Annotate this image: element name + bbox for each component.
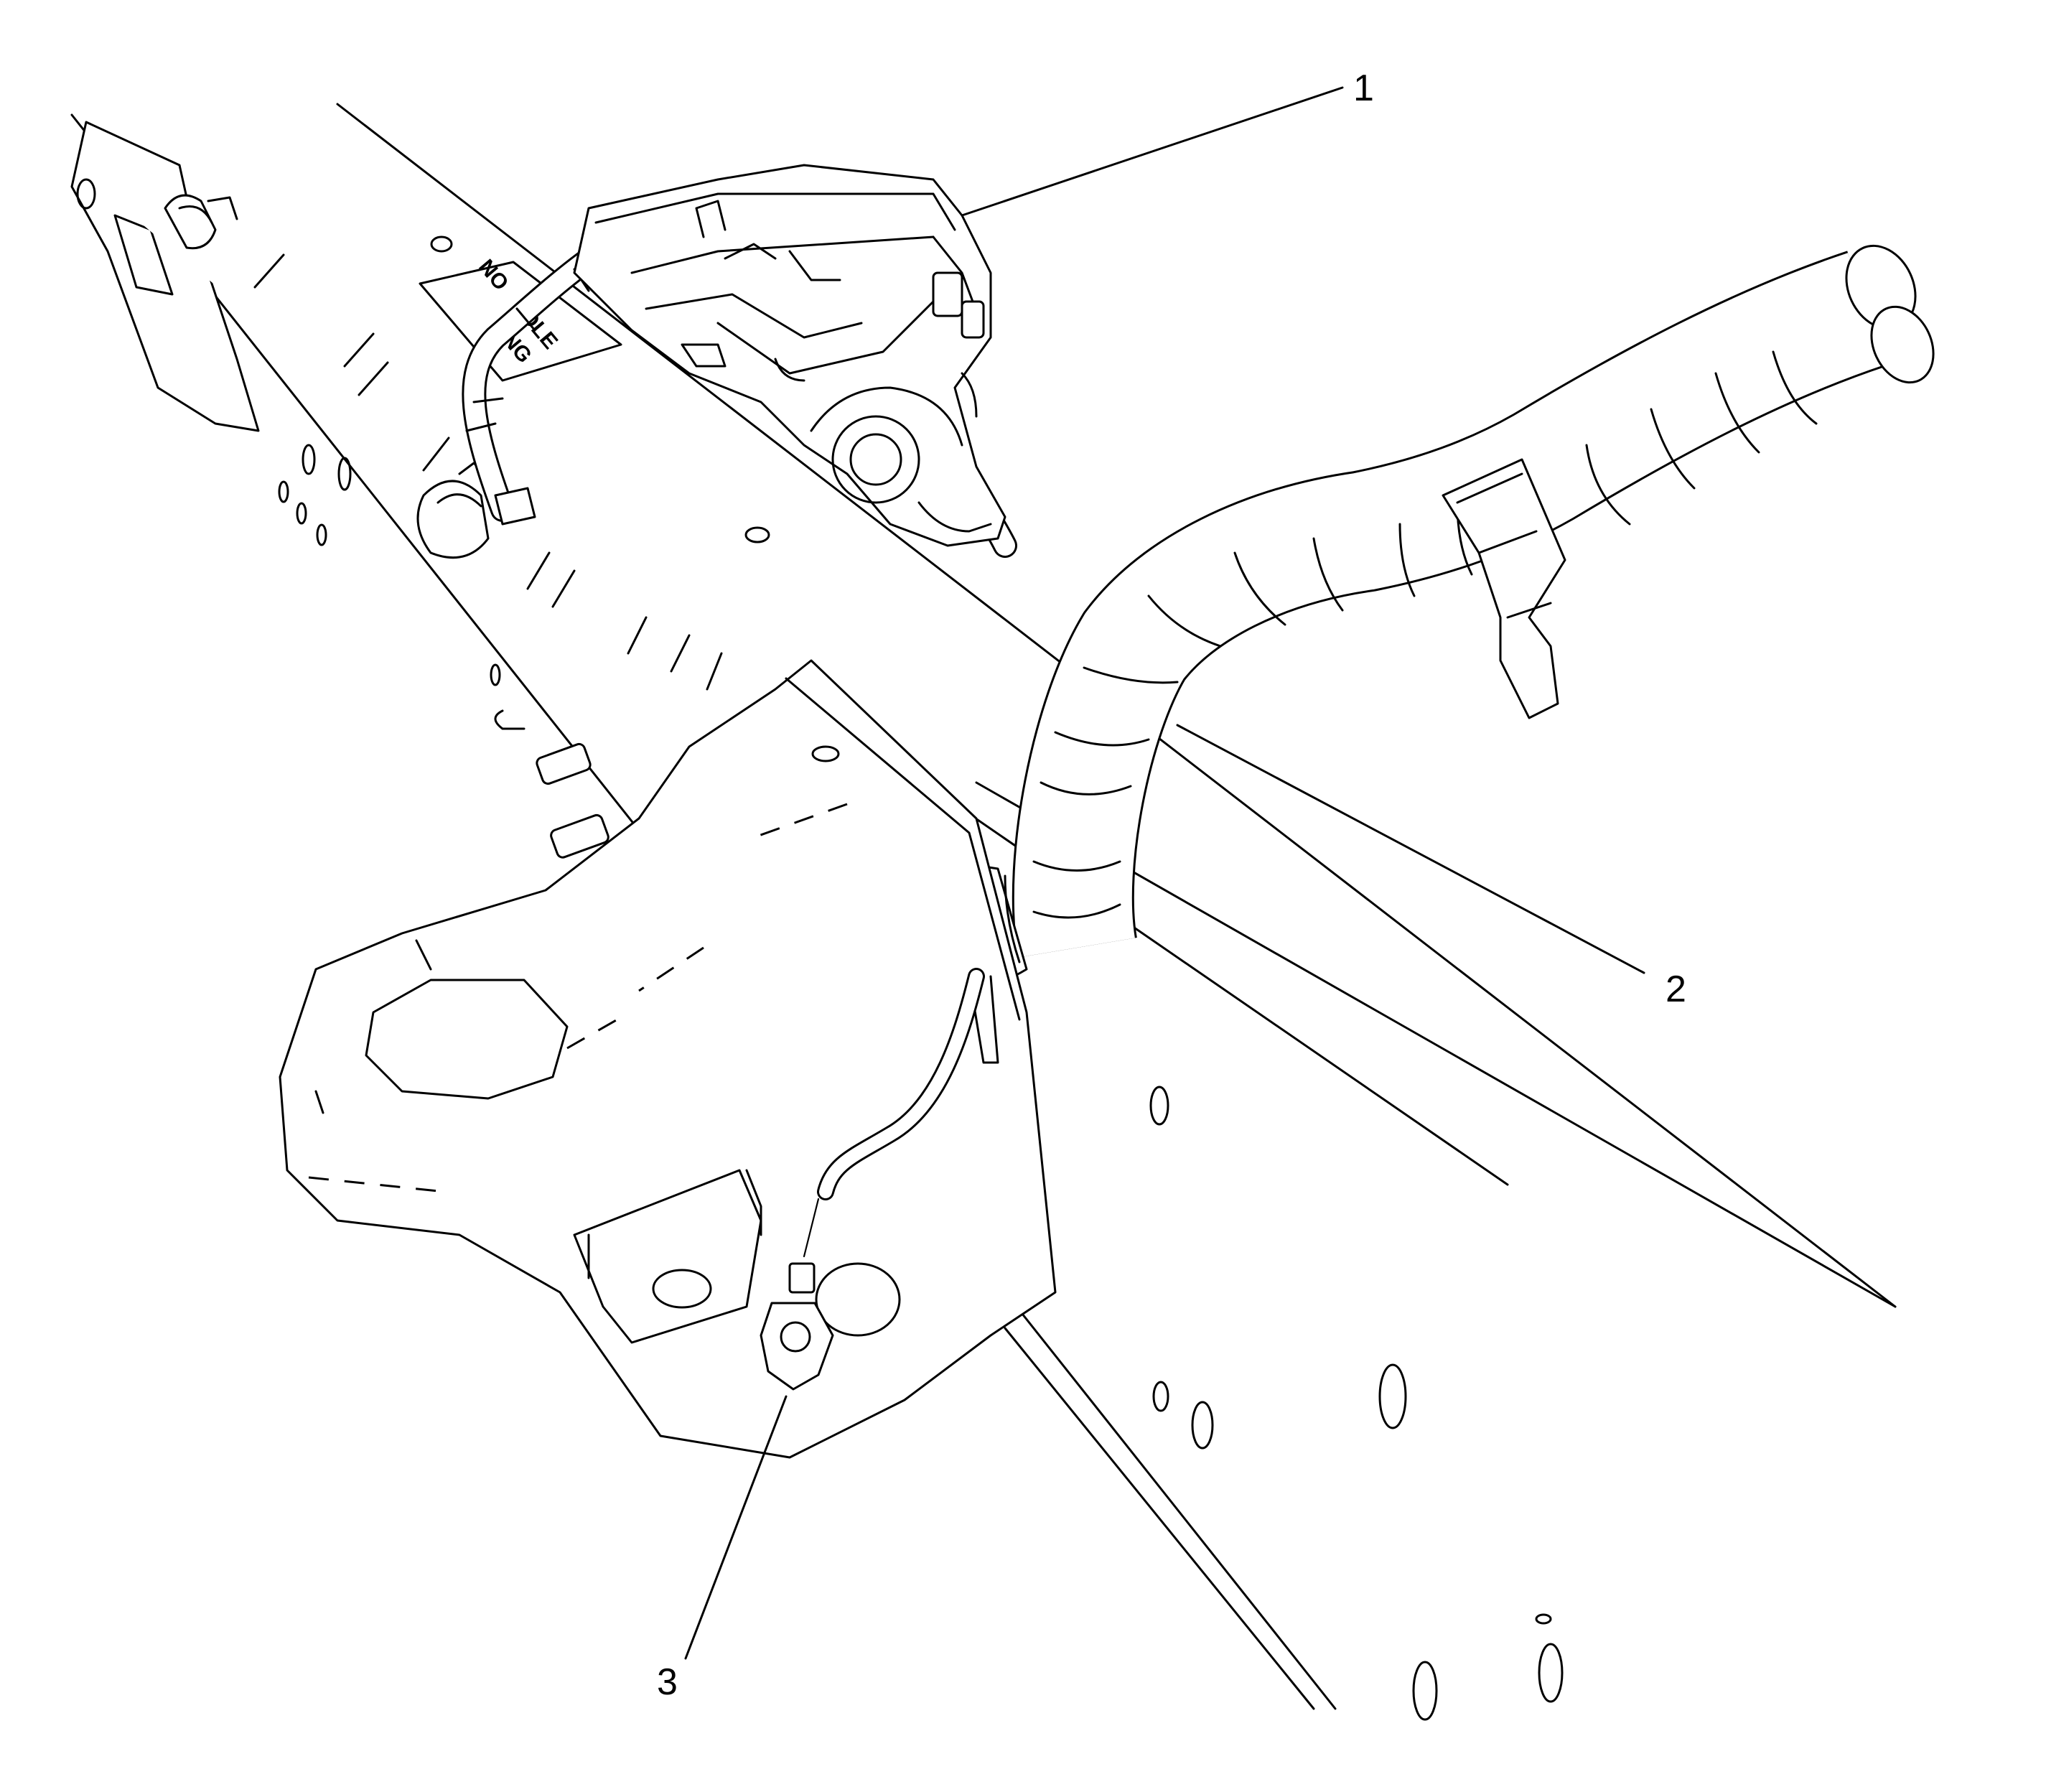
- leader-line-2: [1176, 724, 1645, 974]
- electrical-module: [573, 164, 1006, 547]
- callout-2: 2: [1666, 969, 1686, 1010]
- leader-line-3: [684, 1395, 788, 1660]
- leader-line-1: [961, 86, 1344, 217]
- callout-1: 1: [1353, 67, 1374, 109]
- ground-terminal: [760, 968, 985, 1391]
- main-harness: [877, 244, 1935, 994]
- callout-3: 3: [657, 1661, 678, 1703]
- rail-harness: [99, 164, 777, 734]
- mounting-bracket: [279, 659, 1057, 1459]
- callout-labels: 1 2 3: [657, 67, 1686, 1703]
- leader-lines: [684, 86, 1645, 1660]
